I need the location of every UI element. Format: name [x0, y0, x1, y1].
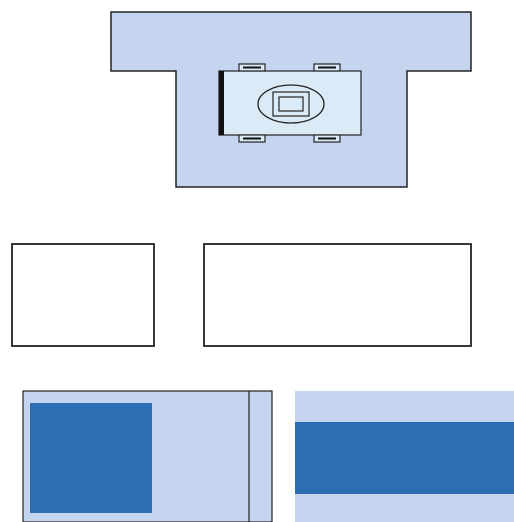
dark-horizontal-band — [295, 422, 514, 494]
mounting-clip — [313, 63, 341, 72]
mounting-clip — [238, 134, 266, 143]
mounting-clip — [238, 63, 266, 72]
device-side-bar — [219, 71, 224, 135]
mounting-clip — [313, 134, 341, 143]
square-outline — [11, 243, 155, 347]
wide-rectangle-outline — [203, 243, 472, 347]
dark-square-block — [30, 403, 152, 513]
inner-rectangle — [278, 96, 304, 112]
top-assembly — [110, 11, 472, 188]
right-panel-group — [295, 391, 514, 522]
left-panel-group — [22, 390, 273, 522]
